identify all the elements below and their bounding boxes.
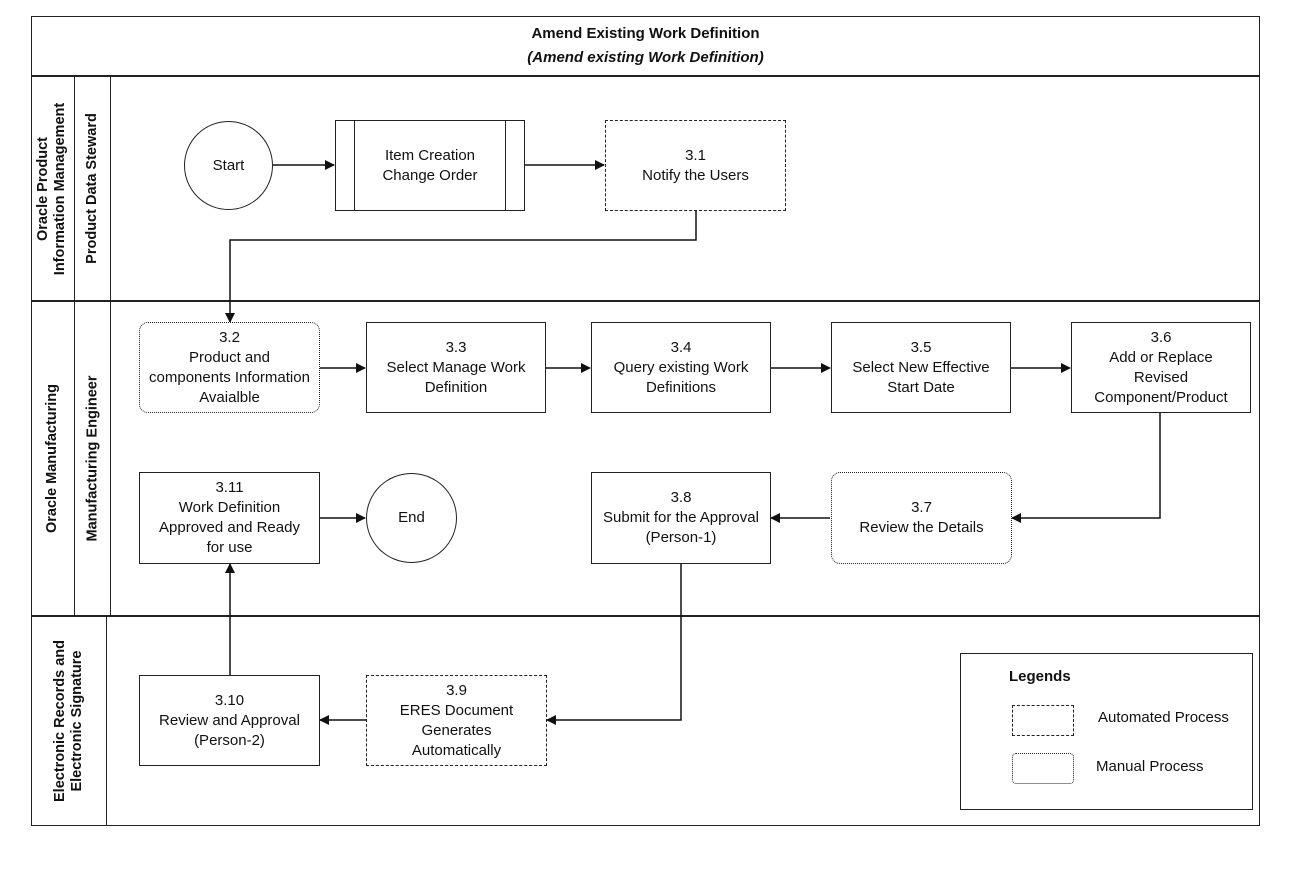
step-3-1-label: 3.1 Notify the Users [642, 146, 749, 184]
step-3-9-node: 3.9 ERES Document Generates Automaticall… [366, 675, 547, 766]
item-creation-change-order-node: Item Creation Change Order [335, 120, 525, 211]
step-3-6-node: 3.6 Add or Replace Revised Component/Pro… [1071, 322, 1251, 413]
diagram-subtitle: (Amend existing Work Definition) [527, 49, 764, 66]
step-3-2-label: 3.2 Product and components Information A… [149, 328, 310, 406]
step-3-4-node: 3.4 Query existing Work Definitions [591, 322, 771, 413]
diagram-title: Amend Existing Work Definition [531, 25, 760, 42]
legend-title: Legends [1009, 668, 1071, 685]
legend-box: Legends Automated Process Manual Process [960, 653, 1253, 810]
step-3-10-node: 3.10 Review and Approval (Person-2) [139, 675, 320, 766]
title-frame [31, 16, 1260, 77]
arrow-3-8-to-3-9 [546, 563, 682, 725]
lane-mfg-role-cell [74, 300, 111, 617]
step-3-8-label: 3.8 Submit for the Approval (Person-1) [603, 489, 759, 546]
start-node-label: Start [212, 156, 245, 174]
legend-automated-swatch [1012, 705, 1074, 736]
step-3-1-node: 3.1 Notify the Users [605, 120, 786, 211]
step-3-7-node: 3.7 Review the Details [831, 472, 1012, 564]
step-3-9-label: 3.9 ERES Document Generates Automaticall… [399, 681, 514, 759]
legend-automated-label: Automated Process [1098, 709, 1229, 726]
start-node: Start [184, 121, 273, 210]
legend-manual-label: Manual Process [1096, 758, 1204, 775]
step-3-4-label: 3.4 Query existing Work Definitions [613, 338, 749, 396]
step-3-11-node: 3.11 Work Definition Approved and Ready … [139, 472, 320, 564]
lane-pim-role-cell [74, 75, 111, 302]
lane-eres-org-cell [31, 615, 107, 826]
step-3-2-node: 3.2 Product and components Information A… [139, 322, 320, 413]
arrow-3-1-to-3-2 [225, 211, 697, 323]
step-3-5-node: 3.5 Select New Effective Start Date [831, 322, 1011, 413]
item-creation-label: Item Creation Change Order [382, 146, 478, 184]
step-3-3-label: 3.3 Select Manage Work Definition [386, 338, 526, 396]
step-3-5-label: 3.5 Select New Effective Start Date [852, 338, 990, 396]
step-3-11-label: 3.11 Work Definition Approved and Ready … [159, 479, 300, 556]
step-3-10-label: 3.10 Review and Approval (Person-2) [159, 691, 300, 749]
step-3-3-node: 3.3 Select Manage Work Definition [366, 322, 546, 413]
step-3-6-label: 3.6 Add or Replace Revised Component/Pro… [1094, 328, 1228, 406]
step-3-8-node: 3.8 Submit for the Approval (Person-1) [591, 472, 771, 564]
arrow-3-6-to-3-7 [1011, 413, 1161, 523]
end-node-label: End [398, 509, 425, 526]
diagram-header: Amend Existing Work Definition (Amend ex… [31, 16, 1260, 76]
legend-manual-swatch [1012, 753, 1074, 784]
step-3-7-label: 3.7 Review the Details [859, 499, 984, 536]
end-node: End [366, 473, 457, 563]
